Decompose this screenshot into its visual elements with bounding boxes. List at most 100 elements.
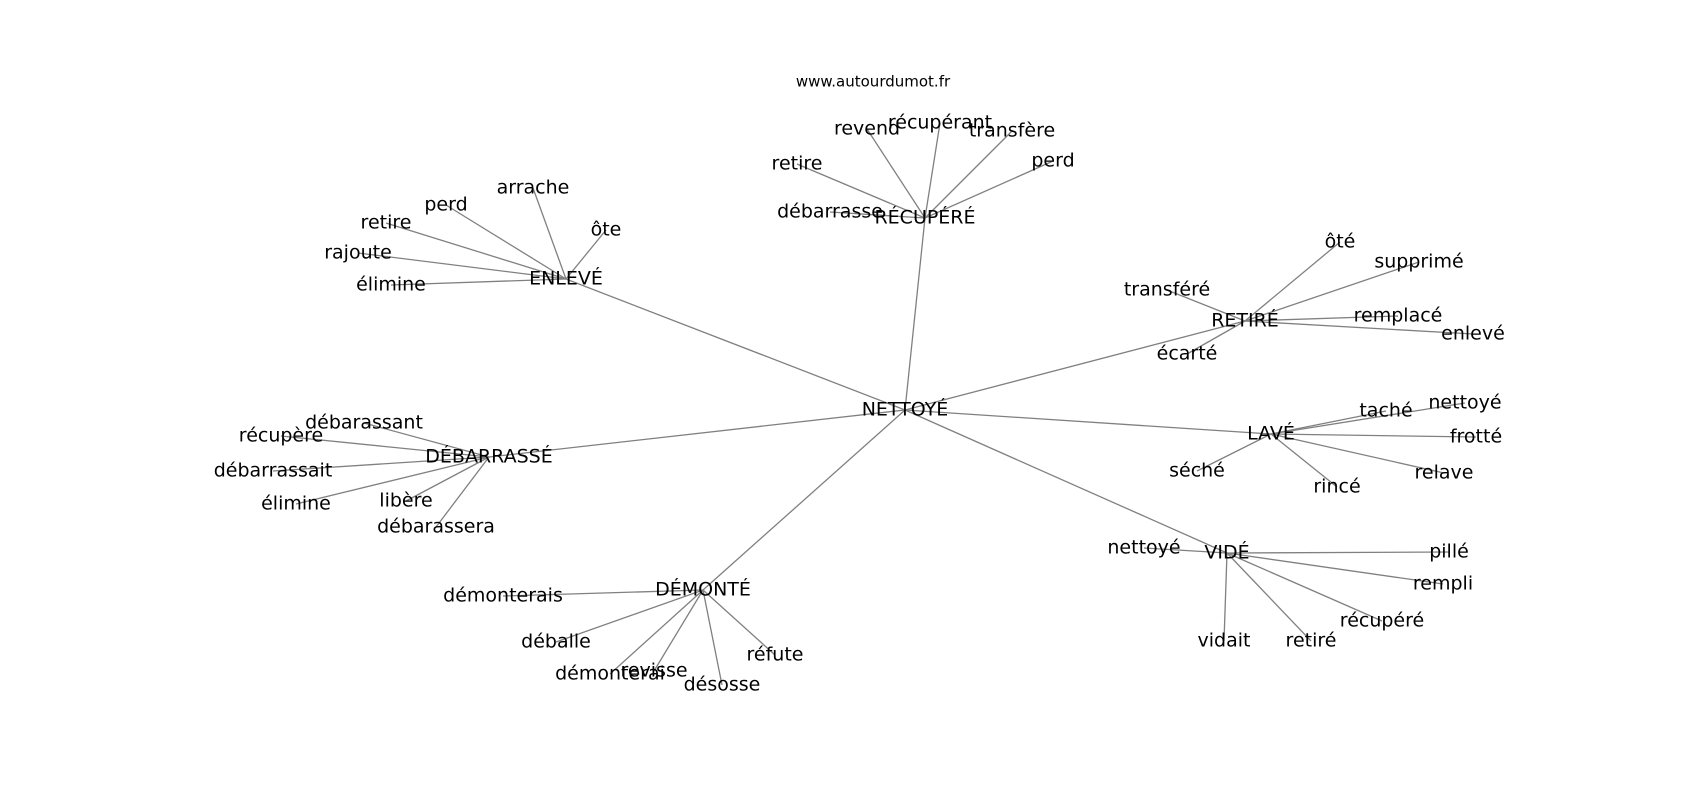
root-node-nettoye[interactable]: NETTOYÉ [862, 398, 949, 421]
leaf-node-recupere-recuperant[interactable]: récupérant [888, 112, 992, 134]
leaf-node-enleve-perd[interactable]: perd [424, 194, 467, 216]
leaf-node-lave-frotte[interactable]: frotté [1450, 426, 1502, 448]
leaf-node-enleve-elimine[interactable]: élimine [356, 274, 426, 296]
edge-root-retire [904, 320, 1246, 411]
edge-enleve-elimine [390, 278, 567, 286]
edge-enleve-perd [445, 204, 567, 280]
edge-vide-vidait [1223, 552, 1228, 642]
edge-lave-tache [1270, 410, 1387, 435]
hub-node-lave[interactable]: LAVÉ [1247, 422, 1295, 445]
hub-node-vide[interactable]: VIDÉ [1204, 541, 1249, 564]
leaf-node-demonte-refute[interactable]: réfute [747, 644, 804, 666]
edge-enleve-ote [565, 229, 607, 280]
leaf-node-recupere-debarrasse[interactable]: débarrasse [777, 201, 883, 223]
edge-vide-nettoye [1143, 547, 1228, 554]
edge-vide-pille [1226, 551, 1450, 554]
leaf-node-retire-transfere[interactable]: transféré [1124, 279, 1210, 301]
leaf-node-enleve-rajoute[interactable]: rajoute [324, 242, 392, 264]
leaf-node-vide-nettoye[interactable]: nettoyé [1107, 537, 1180, 559]
leaf-node-vide-vidait[interactable]: vidait [1198, 630, 1251, 652]
leaf-node-debarrasse-recupere[interactable]: récupère [239, 425, 323, 447]
leaf-node-vide-recupere[interactable]: récupéré [1340, 610, 1424, 632]
leaf-node-recupere-revend[interactable]: revend [834, 118, 900, 140]
edge-debarrasse-elimine [295, 456, 490, 505]
leaf-node-vide-pille[interactable]: pillé [1429, 541, 1469, 563]
leaf-node-debarrasse-debarassant[interactable]: débarassant [305, 412, 423, 434]
edge-root-debarrasse [488, 409, 906, 458]
edge-demonte-refute [702, 589, 776, 656]
edge-enleve-arrache [532, 187, 567, 280]
edge-debarrasse-debarassera [435, 456, 490, 528]
edge-vide-rempli [1226, 552, 1444, 585]
source-url: www.autourdumot.fr [796, 73, 951, 91]
edge-retire-ote [1244, 241, 1341, 322]
labels-layer: NETTOYÉ RÉCUPÉRÉ revendrécupéranttransfère… [214, 112, 1505, 696]
leaf-node-debarrasse-debarrassait[interactable]: débarrassait [214, 460, 333, 482]
leaf-node-demonte-demonterais[interactable]: démonterais [443, 585, 563, 607]
hub-node-demonte[interactable]: DÉMONTÉ [655, 578, 751, 601]
edge-demonte-demonterai [609, 589, 704, 675]
edge-demonte-revisse [653, 589, 704, 672]
edge-root-demonte [702, 409, 906, 591]
leaf-node-recupere-transfere[interactable]: transfère [969, 120, 1055, 142]
leaf-node-lave-relave[interactable]: relave [1415, 462, 1474, 484]
edge-recupere-recuperant [924, 122, 941, 219]
leaf-node-lave-rince[interactable]: rincé [1313, 476, 1360, 498]
leaf-node-debarrasse-elimine[interactable]: élimine [261, 493, 331, 515]
edge-vide-recupere [1226, 552, 1383, 622]
edge-retire-ecarte [1186, 320, 1246, 355]
leaf-node-retire-ote[interactable]: ôté [1325, 231, 1356, 253]
hub-node-retire[interactable]: RETIRÉ [1211, 309, 1279, 332]
edge-enleve-retire [385, 222, 567, 280]
edge-debarrasse-recupere [280, 435, 490, 458]
leaf-node-demonte-deballe[interactable]: déballe [521, 631, 591, 653]
leaf-node-lave-tache[interactable]: taché [1359, 400, 1412, 422]
edge-debarrasse-debarrassait [272, 456, 490, 472]
edge-recupere-transfere [924, 130, 1013, 219]
edge-recupere-retire [796, 163, 926, 219]
hub-node-debarrasse[interactable]: DÉBARRASSÉ [425, 445, 552, 468]
edge-recupere-debarrasse [829, 211, 926, 219]
leaf-node-demonte-demonterai[interactable]: démonterai [555, 663, 665, 685]
leaf-node-debarrasse-debarassera[interactable]: débarassera [377, 516, 495, 538]
edge-lave-seche [1196, 433, 1272, 472]
edge-root-vide [904, 409, 1228, 554]
leaf-node-demonte-revisse[interactable]: revisse [620, 660, 687, 682]
leaf-node-lave-seche[interactable]: séché [1169, 460, 1225, 482]
leaf-node-vide-retire[interactable]: retiré [1286, 630, 1337, 652]
edge-lave-nettoye [1270, 402, 1466, 435]
leaf-node-retire-ecarte[interactable]: écarté [1157, 343, 1218, 365]
edge-recupere-revend [866, 128, 926, 219]
leaf-node-enleve-retire[interactable]: retire [361, 212, 412, 234]
edge-lave-rince [1270, 433, 1338, 488]
leaf-node-retire-remplace[interactable]: remplacé [1354, 305, 1443, 327]
leaf-node-retire-supprime[interactable]: supprimé [1374, 251, 1463, 273]
edge-recupere-perd [924, 160, 1054, 219]
edge-debarrasse-debarassant [363, 422, 490, 458]
edges-layer [272, 122, 1477, 686]
hub-node-recupere[interactable]: RÉCUPÉRÉ [874, 206, 975, 229]
edge-retire-enleve [1244, 320, 1474, 335]
leaf-node-enleve-arrache[interactable]: arrache [497, 177, 570, 199]
edge-demonte-deballe [555, 589, 704, 643]
edge-debarrasse-libere [405, 456, 490, 502]
edge-enleve-rajoute [357, 252, 567, 280]
leaf-node-lave-nettoye[interactable]: nettoyé [1428, 392, 1501, 414]
leaf-node-retire-enleve[interactable]: enlevé [1441, 323, 1505, 345]
leaf-node-recupere-perd[interactable]: perd [1031, 150, 1074, 172]
leaf-node-recupere-retire[interactable]: retire [772, 153, 823, 175]
edge-lave-frotte [1270, 433, 1477, 438]
leaf-node-vide-rempli[interactable]: rempli [1413, 573, 1473, 595]
edge-retire-remplace [1244, 315, 1399, 322]
edge-root-recupere [904, 217, 926, 411]
edge-demonte-desosse [702, 589, 723, 686]
edge-retire-supprime [1244, 261, 1420, 322]
edge-retire-transfere [1166, 289, 1246, 322]
leaf-node-enleve-ote[interactable]: ôte [591, 219, 622, 241]
leaf-node-demonte-desosse[interactable]: désosse [684, 674, 761, 696]
edge-vide-retire [1226, 552, 1312, 642]
leaf-node-debarrasse-libere[interactable]: libère [379, 490, 432, 512]
hub-node-enleve[interactable]: ENLEVÉ [529, 267, 603, 290]
edge-demonte-demonterais [502, 589, 704, 597]
